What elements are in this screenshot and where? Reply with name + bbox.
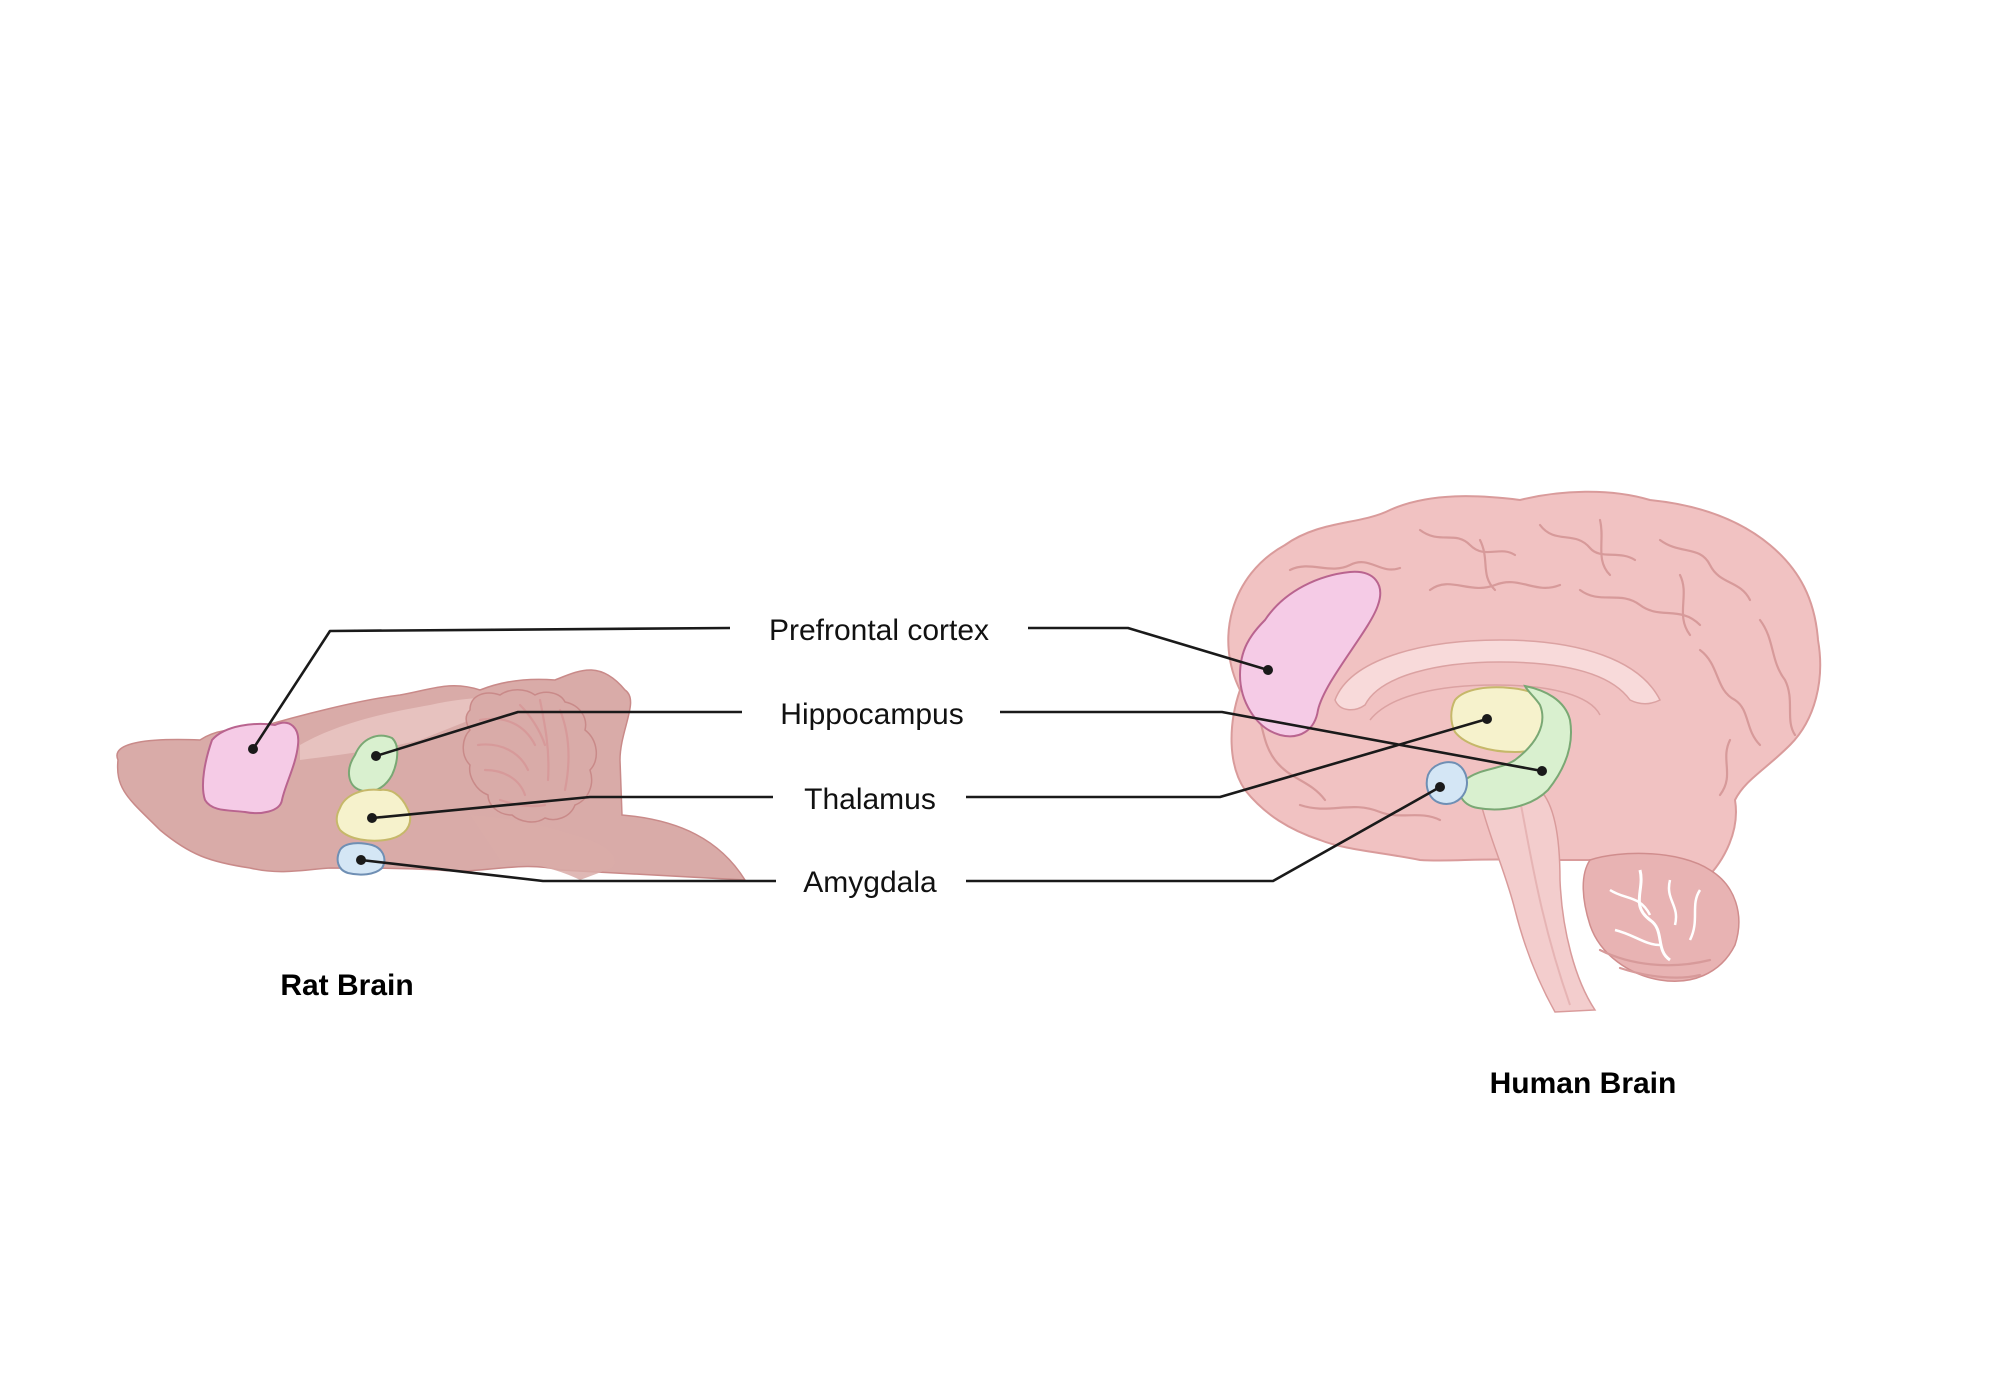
human-amygdala-region xyxy=(1425,761,1468,805)
rat-hippocampus-region xyxy=(348,734,399,793)
human-prefrontal-region xyxy=(1238,570,1382,738)
dot-human-hippocampus xyxy=(1537,766,1547,776)
leader-rat-amygdala xyxy=(360,858,776,883)
label-thalamus: Thalamus xyxy=(804,783,936,816)
rat-brain xyxy=(116,669,747,881)
human-cerebellum xyxy=(1582,852,1740,982)
leader-human-amygdala xyxy=(966,785,1441,883)
region-labels: Prefrontal cortex Hippocampus Thalamus A… xyxy=(769,614,989,899)
human-gyri xyxy=(1248,518,1797,822)
human-brain xyxy=(1227,490,1822,1013)
dot-human-prefrontal xyxy=(1263,665,1273,675)
leader-human-thalamus xyxy=(966,717,1488,799)
corpus-callosum xyxy=(1334,639,1662,711)
label-amygdala: Amygdala xyxy=(803,866,937,899)
label-prefrontal-cortex: Prefrontal cortex xyxy=(769,614,989,647)
dot-human-amygdala xyxy=(1435,782,1445,792)
rat-brainstem xyxy=(470,815,615,880)
rat-cerebellum xyxy=(462,689,597,823)
dot-rat-prefrontal xyxy=(248,744,258,754)
leader-lines xyxy=(248,626,1547,883)
dot-rat-thalamus xyxy=(367,813,377,823)
label-hippocampus: Hippocampus xyxy=(780,698,963,731)
caption-rat-brain: Rat Brain xyxy=(280,969,413,1002)
leader-rat-prefrontal xyxy=(251,626,731,750)
leader-rat-hippocampus xyxy=(375,710,742,758)
dot-rat-hippocampus xyxy=(371,751,381,761)
dot-rat-amygdala xyxy=(356,855,366,865)
rat-cerebrum xyxy=(116,669,747,881)
leader-rat-thalamus xyxy=(371,795,773,820)
caption-human-brain: Human Brain xyxy=(1490,1067,1677,1100)
human-hippocampus-region xyxy=(1458,684,1572,811)
dot-human-thalamus xyxy=(1482,714,1492,724)
leader-human-prefrontal xyxy=(1028,626,1269,672)
rat-prefrontal-region xyxy=(202,721,300,815)
leader-human-hippocampus xyxy=(1000,710,1543,773)
